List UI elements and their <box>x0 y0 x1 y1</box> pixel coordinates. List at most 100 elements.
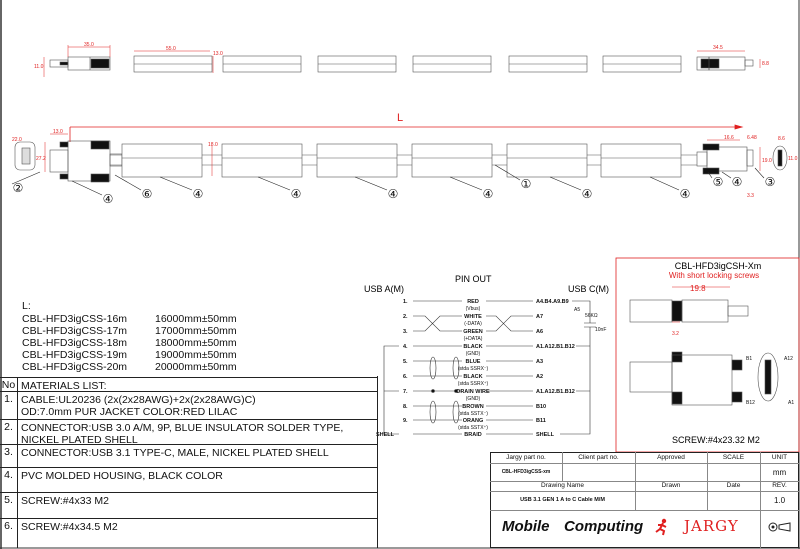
title-header: Jargy part no. <box>506 454 546 461</box>
wire-color: GREEN <box>463 329 483 335</box>
c-pin: SHELL <box>536 432 555 438</box>
materials-row: 5. SCREW:#4x33 M2 <box>0 492 377 519</box>
pinout-title: PIN OUT <box>455 274 492 284</box>
pinout-left-title: USB A(M) <box>364 284 404 294</box>
variant-dim-height: 3.2 <box>672 331 679 337</box>
dim-a-face: 22.0 <box>12 137 22 143</box>
projection-symbol-icon <box>768 522 792 532</box>
materials-row: 3. CONNECTOR:USB 3.1 TYPE-C, MALE, NICKE… <box>0 444 377 468</box>
pin-number: 8. <box>403 404 408 410</box>
dim-c-small: 3.3 <box>747 193 754 199</box>
dim-a-width: 27.2 <box>36 156 46 162</box>
length-table-title: L: <box>22 300 31 312</box>
pin-number: 3. <box>403 329 408 335</box>
title-header: Client part no. <box>578 454 619 461</box>
callout-4: ④ <box>193 187 204 201</box>
callout-6: ④ <box>388 187 399 201</box>
capacitor-label: 10nF <box>595 327 606 333</box>
pin-number: 2. <box>403 314 408 320</box>
wire-signal: (+DATA) <box>464 336 483 342</box>
callout-13: ③ <box>765 175 776 189</box>
molded-housing <box>121 143 203 178</box>
dim-c-face-width: 8.6 <box>778 136 785 142</box>
materials-row: 1. CABLE:UL20236 (2x(2x28AWG)+2x(2x28AWG… <box>0 391 377 420</box>
wire-signal: (Vbus) <box>466 306 481 312</box>
callout-2: ④ <box>103 192 114 206</box>
wire-color: DRAIN WIRE <box>456 389 490 395</box>
material-line1: SCREW:#4x33 M2 <box>21 495 109 507</box>
variant-pin-a1: A1 <box>788 400 794 406</box>
dim-c-height-main: 19.0 <box>762 158 772 164</box>
dim-a-length: 35.0 <box>84 42 94 48</box>
molded-housing <box>221 143 303 178</box>
material-no: 2. <box>4 421 13 433</box>
logo-computing: Computing <box>564 518 644 535</box>
dim-seg-length: 55.0 <box>166 46 176 52</box>
title-header-2: Drawn <box>661 482 681 489</box>
wire-color: RED <box>467 299 479 305</box>
wire-signal: (GND) <box>466 396 481 402</box>
dim-c-offset: 6.48 <box>747 135 757 141</box>
variant-pin-b12: B12 <box>746 400 755 406</box>
length-part: CBL-HFD3igCSS-19m <box>22 349 128 361</box>
resistor-label: 56KΩ <box>585 313 598 319</box>
title-header-2: Date <box>726 482 741 489</box>
variant-pin-b1: B1 <box>746 356 752 362</box>
length-value: 17000mm±50mm <box>155 325 237 337</box>
callout-3: ⑥ <box>142 187 153 201</box>
wire-color: BLACK <box>463 344 482 350</box>
variant-subtitle: With short locking screws <box>669 271 759 280</box>
variant-dim-length: 19.8 <box>690 284 706 293</box>
top-dimensions <box>43 45 761 77</box>
wire-signal: (stda SSTX⁺) <box>458 425 488 431</box>
dim-c-face: 11.0 <box>788 156 798 162</box>
variant-screw-label: SCREW:#4x23.32 M2 <box>672 435 760 445</box>
molded-housing <box>411 143 493 178</box>
resistor-pin: A5 <box>574 307 580 313</box>
wire-color: BRAID <box>464 432 481 438</box>
length-value: 20000mm±50mm <box>155 361 237 373</box>
callout-8: ① <box>521 177 532 191</box>
logo-mobile: Mobile <box>502 518 550 535</box>
pin-number: 4. <box>403 344 408 350</box>
c-pin: A1.A12.B1.B12 <box>536 389 575 395</box>
wire-signal: (stda SSRX⁺) <box>458 381 489 387</box>
unit-value: mm <box>772 468 787 477</box>
wire-color: BLACK <box>463 374 482 380</box>
dim-c-height: 8.8 <box>762 61 769 67</box>
material-no: 4. <box>4 469 13 481</box>
material-no: 1. <box>4 393 13 405</box>
variant-drawing <box>629 299 779 406</box>
molded-housing <box>506 143 588 178</box>
pin-number: 7. <box>403 389 408 395</box>
length-part: CBL-HFD3igCSS-16m <box>22 313 128 325</box>
wire-color: ORANG <box>463 418 483 424</box>
drawing-name: USB 3.1 GEN 1 A to C Cable M/M <box>520 497 605 503</box>
c-pin: A6 <box>536 329 543 335</box>
callout-1: ② <box>13 181 24 195</box>
logo-jargy: JARGY <box>684 517 739 535</box>
jargy-part-no: CBL-HFD3igCSS-xm <box>501 469 551 475</box>
wire-color: WHITE <box>464 314 482 320</box>
title-header: SCALE <box>722 454 745 461</box>
molded-housing <box>316 143 398 178</box>
materials-header-title: MATERIALS LIST: <box>21 380 107 392</box>
wire-signal: (stda SSTX⁻) <box>458 411 488 417</box>
material-line2: NICKEL PLATED SHELL <box>21 434 138 446</box>
dim-seg-height: 13.0 <box>213 51 223 57</box>
callout-10: ④ <box>680 187 691 201</box>
length-part: CBL-HFD3igCSS-17m <box>22 325 128 337</box>
dim-c-length-main: 16.6 <box>724 135 734 141</box>
material-no: 5. <box>4 494 13 506</box>
title-header-2: REV. <box>772 482 787 489</box>
variant-title: CBL-HFD3igCSH-Xm <box>675 261 762 271</box>
dim-a-height: 11.0 <box>34 64 44 70</box>
top-view <box>49 55 754 73</box>
length-dimension <box>69 124 744 142</box>
dim-a-offset: 13.0 <box>53 129 63 135</box>
callout-5: ④ <box>291 187 302 201</box>
wire-signal: (stda SSRX⁻) <box>458 366 489 372</box>
callout-7: ④ <box>483 187 494 201</box>
materials-row: 2. CONNECTOR:USB 3.0 A/M, 9P, BLUE INSUL… <box>0 419 377 446</box>
